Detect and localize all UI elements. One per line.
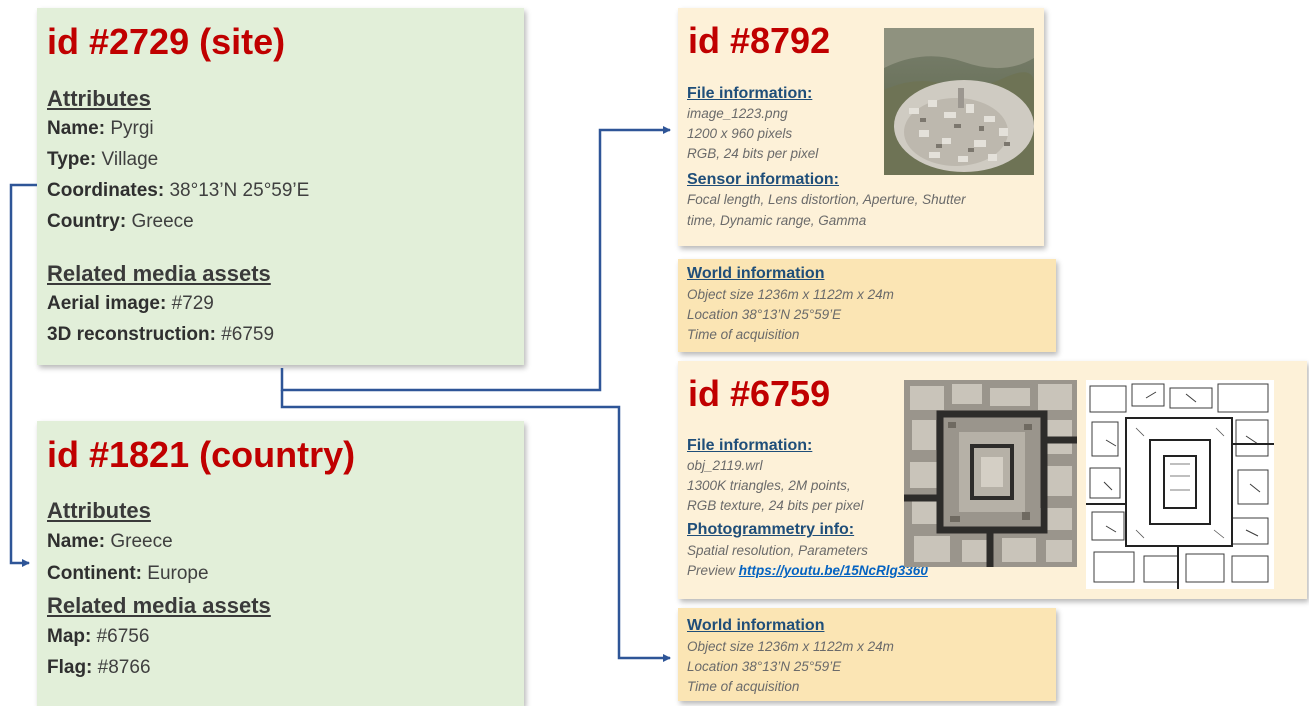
model-file-line: obj_2119.wrl	[687, 458, 763, 473]
model-world-info-heading: World information	[687, 617, 825, 634]
site-reconstruction-value: #6759	[221, 324, 275, 345]
site-entity-card: id #2729 (site) Attributes Name: Pyrgi T…	[37, 8, 524, 365]
site-type-label: Type:	[47, 149, 97, 170]
country-name-label: Name:	[47, 531, 106, 552]
image-world-info-heading: World information	[687, 265, 825, 282]
image-asset-title: id #8792	[688, 20, 831, 61]
site-aerial-row: Aerial image: #729	[47, 292, 214, 316]
country-attributes-heading: Attributes	[47, 498, 151, 523]
site-type-value: Village	[101, 149, 159, 170]
image-sensor-line: time, Dynamic range, Gamma	[687, 213, 867, 228]
site-to-model-connector	[280, 390, 671, 662]
model-preview-link[interactable]: https://youtu.be/15NcRlg3360	[738, 563, 928, 578]
site-title: id #2729 (site)	[47, 21, 286, 62]
site-name-value: Pyrgi	[110, 118, 154, 139]
model-file-line: 1300K triangles, 2M points,	[687, 478, 851, 493]
textured-model-render	[904, 380, 1077, 567]
model-photogrammetry-line: Spatial resolution, Parameters	[687, 543, 868, 558]
site-type-row: Type: Village	[47, 148, 158, 172]
model-world-line: Object size 1236m x 1122m x 24m	[687, 639, 894, 654]
site-reconstruction-label: 3D reconstruction:	[47, 324, 216, 345]
country-continent-label: Continent:	[47, 563, 142, 584]
model-world-line: Time of acquisition	[687, 679, 800, 694]
aerial-photo-thumbnail	[884, 28, 1034, 175]
image-asset-card: id #8792 File information: image_1223.pn…	[678, 8, 1044, 246]
site-reconstruction-row: 3D reconstruction: #6759	[47, 323, 274, 347]
site-to-country-connector	[9, 183, 37, 567]
country-flag-value: #8766	[97, 657, 151, 678]
country-map-value: #6756	[96, 626, 150, 647]
site-coordinates-row: Coordinates: 38°13’N 25°59’E	[47, 179, 309, 203]
country-related-heading: Related media assets	[47, 593, 271, 618]
model-asset-card: id #6759 File information: obj_2119.wrl …	[678, 361, 1307, 599]
site-attributes-heading: Attributes	[47, 86, 151, 111]
site-aerial-value: #729	[171, 293, 214, 314]
image-sensor-info-heading: Sensor information:	[687, 171, 840, 188]
country-flag-label: Flag:	[47, 657, 93, 678]
model-file-info-heading: File information:	[687, 437, 813, 454]
country-name-value: Greece	[110, 531, 173, 552]
image-file-line: RGB, 24 bits per pixel	[687, 146, 819, 161]
wireframe-model-render	[1086, 380, 1274, 589]
site-country-value: Greece	[131, 211, 194, 232]
site-coordinates-value: 38°13’N 25°59’E	[169, 180, 310, 201]
site-to-image-connector	[280, 126, 671, 392]
country-entity-card: id #1821 (country) Attributes Name: Gree…	[37, 421, 524, 706]
model-file-line: RGB texture, 24 bits per pixel	[687, 498, 864, 513]
model-world-info-card: World information Object size 1236m x 11…	[678, 608, 1056, 701]
country-title: id #1821 (country)	[47, 434, 356, 475]
country-map-label: Map:	[47, 626, 92, 647]
image-world-info-card: World information Object size 1236m x 11…	[678, 259, 1056, 352]
model-preview-label: Preview	[687, 563, 736, 578]
model-photogrammetry-heading: Photogrammetry info:	[687, 521, 855, 538]
image-sensor-line: Focal length, Lens distortion, Aperture,…	[687, 192, 966, 207]
image-world-line: Time of acquisition	[687, 327, 800, 342]
country-continent-row: Continent: Europe	[47, 562, 209, 586]
site-country-row: Country: Greece	[47, 210, 194, 234]
site-country-label: Country:	[47, 211, 127, 232]
model-world-line: Location 38°13’N 25°59’E	[687, 659, 842, 674]
image-world-line: Location 38°13’N 25°59’E	[687, 307, 842, 322]
country-map-row: Map: #6756	[47, 625, 149, 649]
image-world-line: Object size 1236m x 1122m x 24m	[687, 287, 894, 302]
country-name-row: Name: Greece	[47, 530, 173, 554]
site-name-label: Name:	[47, 118, 106, 139]
site-related-heading: Related media assets	[47, 261, 271, 286]
site-aerial-label: Aerial image:	[47, 293, 167, 314]
image-file-line: image_1223.png	[687, 106, 788, 121]
model-asset-title: id #6759	[688, 373, 831, 414]
image-file-info-heading: File information:	[687, 85, 813, 102]
site-coordinates-label: Coordinates:	[47, 180, 165, 201]
country-flag-row: Flag: #8766	[47, 656, 151, 680]
country-continent-value: Europe	[147, 563, 209, 584]
image-file-line: 1200 x 960 pixels	[687, 126, 793, 141]
site-name-row: Name: Pyrgi	[47, 117, 154, 141]
model-preview-row: Preview https://youtu.be/15NcRlg3360	[687, 561, 928, 581]
